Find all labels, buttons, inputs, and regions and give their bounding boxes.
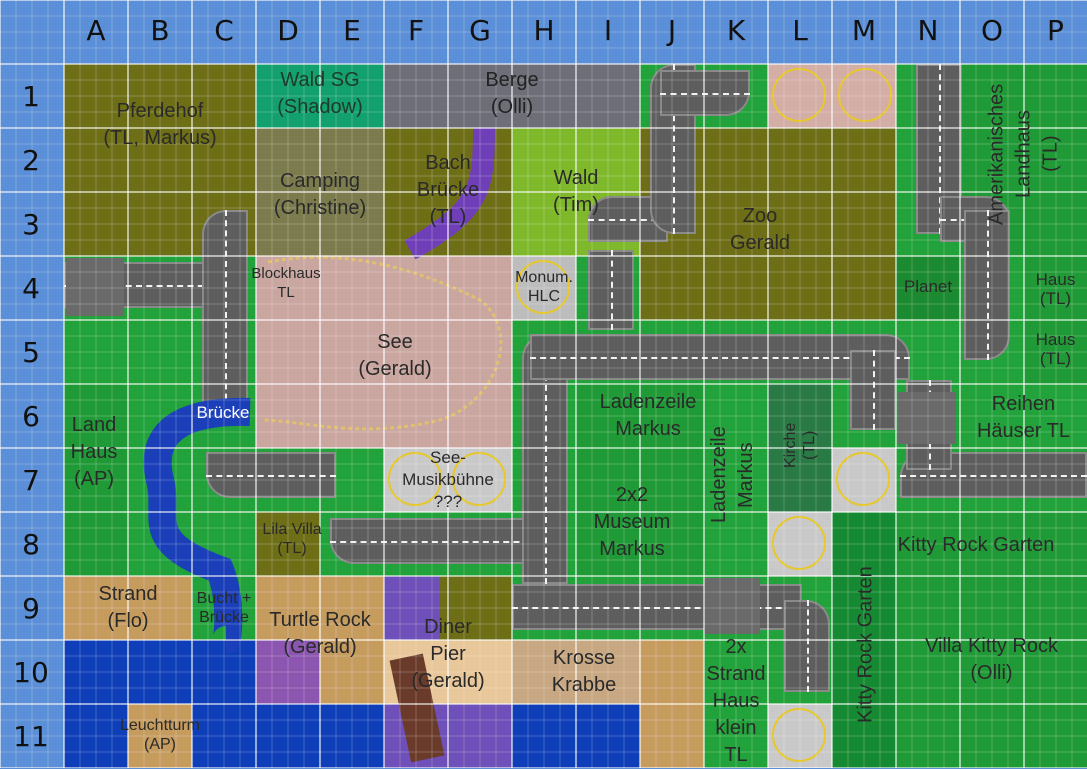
- row-header-3: 3: [22, 207, 40, 241]
- row-header-7: 7: [22, 463, 40, 497]
- helipad-f7: [388, 452, 442, 506]
- tile-landhaus-ap: [64, 384, 128, 576]
- helipad-m7: [836, 452, 890, 506]
- road-row8: [330, 518, 550, 564]
- column-header-l: L: [792, 13, 808, 47]
- label-ladenzeile-markus: Ladenzeile Markus: [599, 391, 697, 440]
- column-header-i: I: [603, 13, 613, 47]
- label-kitty-rock-garten: Kitty Rock Garten: [897, 533, 1055, 556]
- helipad-l11: [772, 708, 826, 762]
- road-row5-curve: [850, 350, 896, 430]
- tile-diner-olive: [440, 576, 512, 640]
- road-l-down: [784, 600, 830, 692]
- label-berge: Berge (Olli): [485, 69, 539, 118]
- label-haus-tl-1: Haus (TL): [1035, 270, 1076, 308]
- row-header-4: 4: [22, 271, 40, 305]
- road-row7-curve: [206, 452, 336, 498]
- label-haus-tl-2: Haus (TL): [1035, 330, 1076, 368]
- row-header-9: 9: [22, 591, 40, 625]
- label-strand: Strand (Flo): [98, 583, 158, 632]
- label-zoo: Zoo Gerald: [729, 205, 791, 254]
- label-kirche: Kirche (TL): [782, 422, 818, 468]
- label-museum: 2x2 Museum Markus: [593, 483, 671, 560]
- road-row1-top: [660, 70, 750, 116]
- column-header-d: D: [277, 13, 299, 47]
- column-header-o: O: [980, 13, 1004, 47]
- label-krosse-krabbe: Krosse Krabbe: [551, 647, 617, 696]
- row-header-11: 11: [13, 719, 49, 753]
- label-monument: Monum. HLC: [515, 269, 573, 305]
- label-turtle-rock: Turtle Rock (Gerald): [269, 609, 371, 658]
- row-header-2: 2: [22, 143, 40, 177]
- tile-water-bottom2: [256, 704, 384, 768]
- road-i-up: [588, 250, 634, 330]
- column-header-j: J: [667, 13, 677, 47]
- helipad-l1: [772, 68, 826, 122]
- label-kitty-rock-garten-vertical: Kitty Rock Garten: [854, 566, 877, 724]
- label-leuchtturm: Leuchtturm (AP): [119, 717, 201, 753]
- label-camping: Camping (Christine): [273, 170, 367, 219]
- column-header-p: P: [1047, 13, 1064, 47]
- column-header-e: E: [343, 13, 361, 47]
- label-see: See (Gerald): [358, 331, 432, 380]
- label-bach-bruecke: Bach Brücke (TL): [416, 151, 480, 228]
- label-blockhaus: Blockhaus TL: [251, 265, 321, 301]
- column-header-h: H: [533, 13, 555, 47]
- column-header-g: G: [469, 13, 491, 47]
- crossing-n6: [898, 392, 956, 444]
- label-strand-haus: 2x Strand Haus klein TL: [706, 635, 766, 766]
- row-header-1: 1: [22, 79, 40, 113]
- label-villa-kitty-rock: Villa Kitty Rock (Olli): [924, 635, 1058, 684]
- row-header-10: 10: [13, 655, 49, 689]
- column-header-c: C: [214, 13, 234, 47]
- tile-diner-purple: [384, 576, 440, 640]
- label-land-haus: Land Haus (AP): [70, 413, 118, 490]
- crossing-a4: [66, 258, 124, 316]
- label-amerikanisches-landhaus: Amerikanisches Landhaus (TL): [985, 83, 1062, 225]
- road-row5: [530, 334, 910, 380]
- label-diner-pier: Diner Pier (Gerald): [411, 615, 485, 692]
- tile-planet: [896, 256, 960, 320]
- tile-turtle-purple: [256, 640, 320, 704]
- tile-leuchtturm: [128, 704, 192, 768]
- road-o-vertical: [964, 210, 1010, 360]
- road-c-vertical: [202, 210, 248, 420]
- helipad-g7: [452, 452, 506, 506]
- helipad-m1: [838, 68, 892, 122]
- label-lila-villa: Lila Villa (TL): [262, 521, 322, 557]
- row-header-6: 6: [22, 399, 40, 433]
- tile-water-krabbe: [512, 704, 640, 768]
- column-header-a: A: [86, 13, 106, 47]
- label-pferdehof: Pferdehof (TL, Markus): [103, 100, 217, 149]
- column-header-f: F: [407, 13, 425, 47]
- label-bucht-bruecke: Bucht + Brücke: [196, 590, 252, 626]
- label-bruecke: Brücke: [196, 402, 250, 422]
- helipad-l8: [772, 516, 826, 570]
- column-header-m: M: [851, 13, 877, 47]
- column-header-b: B: [150, 13, 170, 47]
- column-header-n: N: [917, 13, 939, 47]
- helipad-h4: [516, 260, 570, 314]
- label-planet: Planet: [903, 276, 953, 296]
- column-header-k: K: [726, 13, 746, 47]
- crossing-k9: [704, 578, 760, 634]
- label-wald-sg: Wald SG (Shadow): [277, 69, 363, 118]
- label-wald-tim: Wald (Tim): [553, 167, 599, 216]
- label-see-musikbuehne: See- Musikbühne ???: [402, 448, 494, 511]
- tile-lila-villa: [256, 512, 320, 576]
- row-header-8: 8: [22, 527, 40, 561]
- row-header-5: 5: [22, 335, 40, 369]
- label-reihen-haeuser: Reihen Häuser TL: [976, 393, 1070, 442]
- label-ladenzeile-markus-vertical: Ladenzeile Markus: [708, 426, 757, 524]
